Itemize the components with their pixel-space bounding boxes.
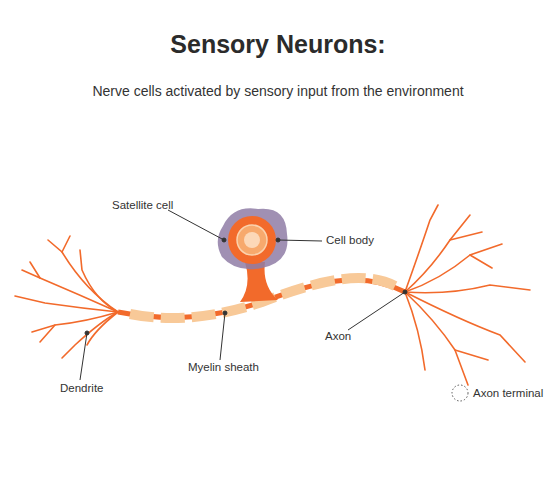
subtitle: Nerve cells activated by sensory input f… bbox=[0, 83, 556, 99]
part-label: Myelin sheath bbox=[188, 361, 259, 373]
nucleus bbox=[237, 225, 267, 255]
title: Sensory Neurons: bbox=[0, 30, 556, 59]
part-label: Axon bbox=[325, 330, 351, 342]
part-label: Dendrite bbox=[60, 382, 103, 394]
part-label: Satellite cell bbox=[112, 199, 173, 211]
axon-terminal-branches bbox=[405, 205, 530, 385]
nucleolus bbox=[244, 232, 260, 248]
terminal-marker bbox=[452, 385, 468, 401]
dendrite-branches bbox=[15, 236, 118, 358]
cell-body bbox=[228, 216, 276, 264]
part-label: Axon terminal bbox=[473, 387, 543, 399]
satellite-cell bbox=[218, 208, 288, 269]
part-label: Cell body bbox=[326, 234, 374, 246]
leader-lines bbox=[80, 210, 407, 380]
